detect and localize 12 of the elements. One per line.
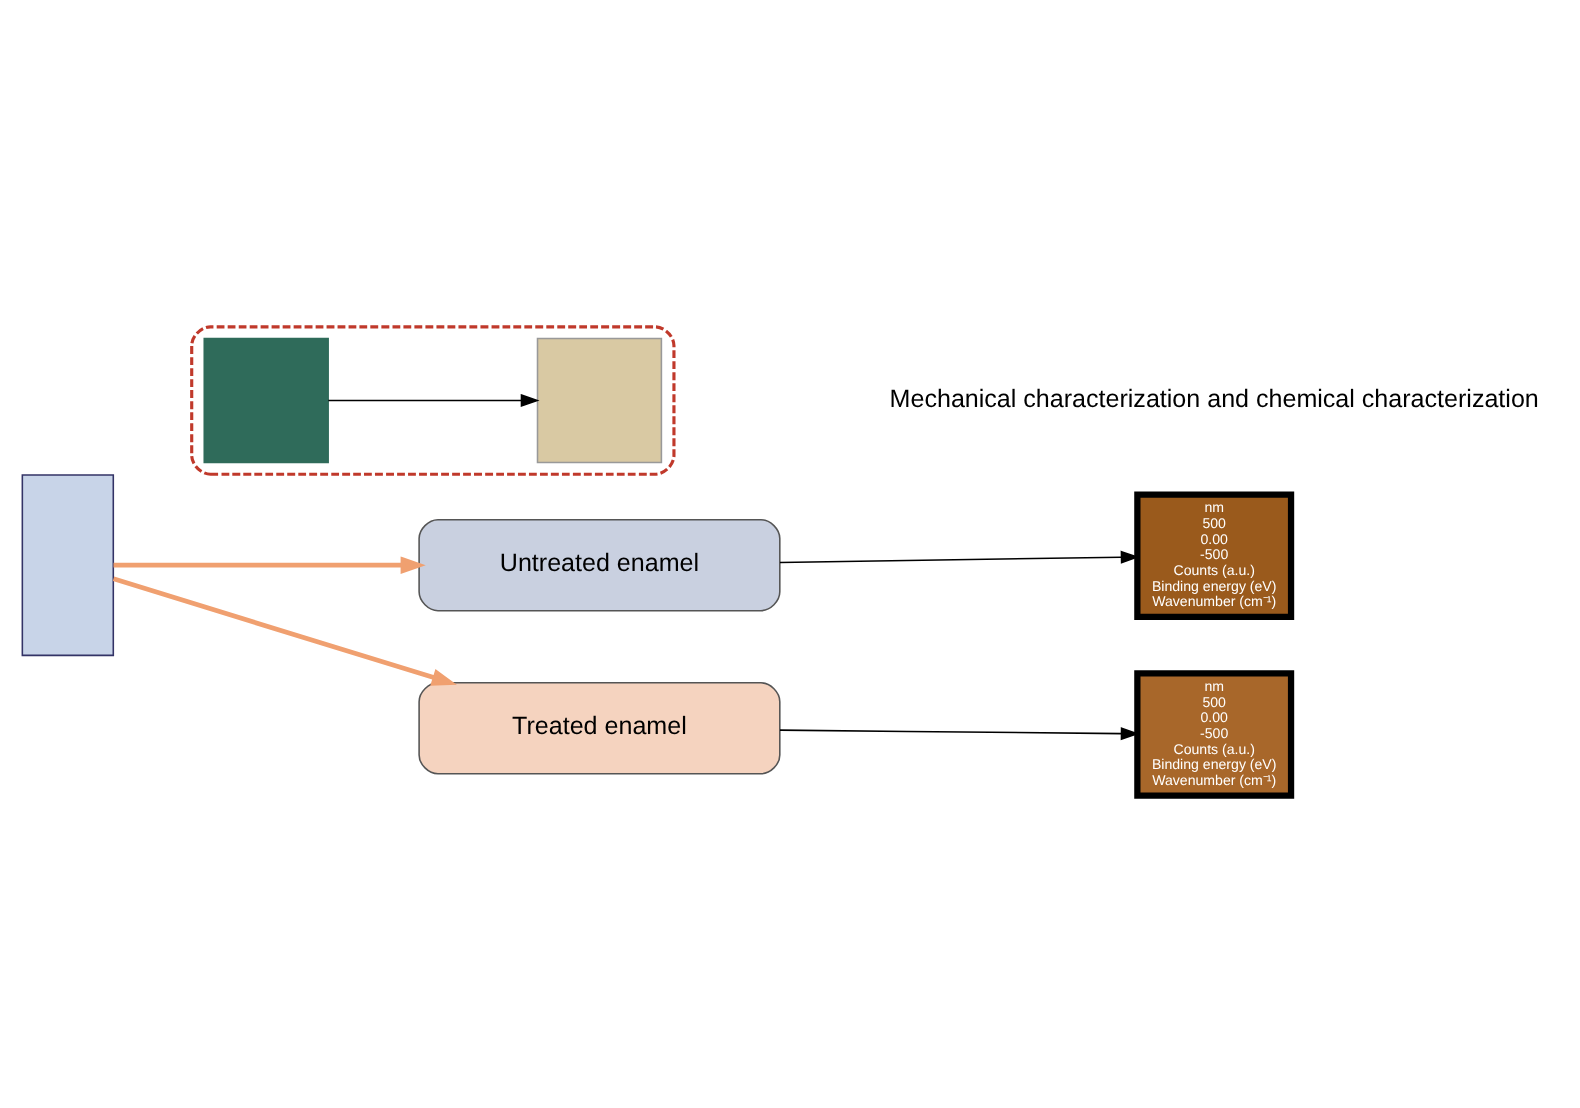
- node-box: Treated enamel: [418, 681, 781, 774]
- node-box: [536, 336, 663, 463]
- node-box: [203, 336, 329, 463]
- arrow: [327, 392, 540, 407]
- node-box: [21, 473, 115, 656]
- cluster: [190, 324, 676, 475]
- arrow: [112, 575, 457, 685]
- arrow: [113, 555, 426, 573]
- arrow: [779, 726, 1140, 740]
- node-box: Untreated enamel: [418, 517, 781, 611]
- arrow: [779, 549, 1140, 563]
- label: Mechanical characterization and chemical characterization: [889, 383, 1539, 412]
